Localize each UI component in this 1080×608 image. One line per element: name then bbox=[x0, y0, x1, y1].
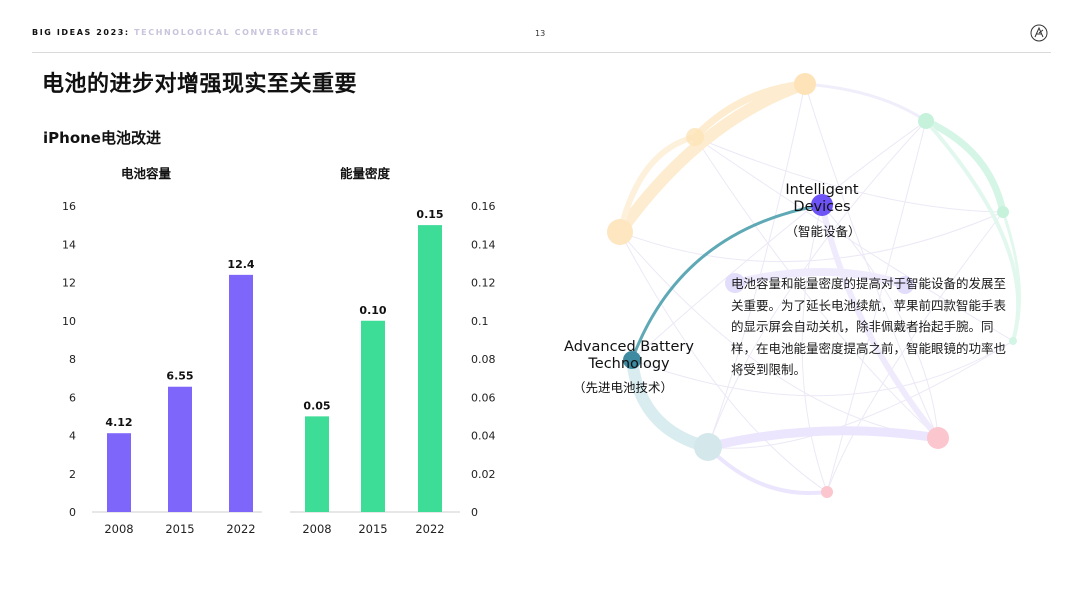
x-tick-label: 2015 bbox=[165, 522, 194, 536]
bar bbox=[229, 274, 253, 512]
battery-tech-node bbox=[623, 351, 641, 369]
y-tick-label: 0.1 bbox=[471, 315, 489, 328]
explanation-text: 电池容量和能量密度的提高对于智能设备的发展至关重要。为了延长电池续航，苹果前四款… bbox=[731, 276, 1007, 377]
data-label: 0.10 bbox=[359, 304, 386, 317]
y-tick-label: 0.16 bbox=[471, 200, 496, 213]
y-tick-label: 0.06 bbox=[471, 391, 496, 404]
intelligent-devices-sublabel: （智能设备） bbox=[785, 224, 861, 239]
page-number: 13 bbox=[535, 29, 546, 38]
y-tick-label: 2 bbox=[69, 468, 76, 481]
bar bbox=[361, 320, 385, 512]
battery-tech-sublabel: （先进电池技术） bbox=[572, 380, 673, 395]
y-tick-label: 0 bbox=[471, 506, 478, 519]
y-tick-label: 12 bbox=[62, 277, 76, 290]
x-tick-label: 2008 bbox=[104, 522, 133, 536]
header-brand: BIG IDEAS 2023: bbox=[32, 28, 130, 37]
network-diagram bbox=[607, 73, 1022, 498]
y-tick-label: 0 bbox=[69, 506, 76, 519]
chart-title: 能量密度 bbox=[340, 166, 391, 181]
x-tick-label: 2022 bbox=[415, 522, 444, 536]
chart-subtitle: iPhone电池改进 bbox=[43, 129, 161, 147]
y-tick-label: 6 bbox=[69, 391, 76, 404]
header: BIG IDEAS 2023: TECHNOLOGICAL CONVERGENC… bbox=[32, 28, 319, 37]
bar bbox=[418, 225, 442, 512]
y-tick-label: 0.04 bbox=[471, 430, 496, 443]
y-tick-label: 0.08 bbox=[471, 353, 496, 366]
y-tick-label: 14 bbox=[62, 238, 76, 251]
data-label: 4.12 bbox=[105, 416, 132, 429]
y-tick-label: 0.12 bbox=[471, 277, 496, 290]
data-label: 0.05 bbox=[303, 399, 330, 412]
intelligent-devices-label: Intelligent Devices bbox=[785, 182, 859, 215]
bar bbox=[305, 416, 329, 512]
chart-title: 电池容量 bbox=[121, 166, 172, 181]
data-label: 0.15 bbox=[416, 208, 443, 221]
bar-charts: 电池容量 0 2 4 6 8 10 12 14 16 4.12 2008 6.55 2015 12.4 202… bbox=[62, 166, 496, 536]
header-section: TECHNOLOGICAL CONVERGENCE bbox=[134, 28, 320, 37]
data-label: 12.4 bbox=[227, 258, 254, 271]
y-tick-label: 0.14 bbox=[471, 238, 496, 251]
y-tick-label: 4 bbox=[69, 430, 76, 443]
header-divider bbox=[32, 52, 1051, 53]
x-tick-label: 2022 bbox=[226, 522, 255, 536]
bar bbox=[168, 386, 192, 512]
data-label: 6.55 bbox=[166, 370, 193, 383]
page-title: 电池的进步对增强现实至关重要 bbox=[42, 72, 358, 97]
y-tick-label: 0.02 bbox=[471, 468, 496, 481]
x-tick-label: 2008 bbox=[302, 522, 331, 536]
intelligent-devices-node bbox=[811, 194, 833, 216]
x-tick-label: 2015 bbox=[358, 522, 387, 536]
ark-logo-icon bbox=[1030, 24, 1048, 42]
bar bbox=[107, 433, 131, 512]
y-tick-label: 10 bbox=[62, 315, 76, 328]
y-tick-label: 16 bbox=[62, 200, 76, 213]
y-tick-label: 8 bbox=[69, 353, 76, 366]
battery-tech-label: Advanced Battery Technology bbox=[564, 339, 694, 372]
